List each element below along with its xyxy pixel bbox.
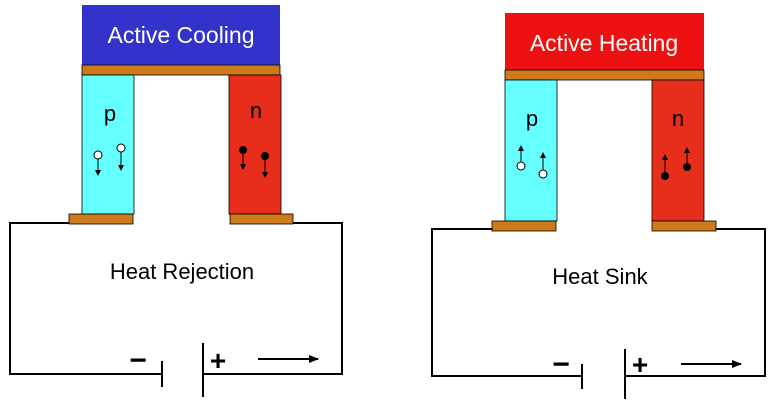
n-label: n xyxy=(250,98,262,123)
heat-sink-label: Heat Sink xyxy=(552,264,648,289)
minus-label: − xyxy=(129,344,147,377)
p-label: p xyxy=(526,106,538,131)
electron-carrier-1 xyxy=(239,146,247,170)
circuit-wire xyxy=(9,222,343,375)
electron-carrier-2 xyxy=(261,152,269,178)
right-device: Active Heating p n − xyxy=(431,13,766,399)
hole-carrier-1 xyxy=(516,145,526,171)
circuit-wire xyxy=(431,228,766,377)
electron-carrier-2 xyxy=(683,147,691,171)
p-leg xyxy=(81,74,135,215)
active-cooling-box xyxy=(82,5,280,65)
bottom-copper-plate-p xyxy=(491,220,557,232)
p-leg xyxy=(504,79,558,222)
left-device: Active Cooling p n − xyxy=(9,5,343,397)
active-heating-box xyxy=(505,13,704,73)
top-copper-plate xyxy=(504,69,705,81)
bottom-copper-plate-p xyxy=(68,213,134,225)
hole-carrier-1 xyxy=(93,150,103,176)
active-heating-label: Active Heating xyxy=(530,30,678,56)
top-copper-plate xyxy=(81,64,281,76)
minus-label: − xyxy=(552,348,570,381)
plus-label: + xyxy=(210,345,226,376)
n-leg xyxy=(228,74,282,215)
p-label: p xyxy=(104,101,116,126)
bottom-copper-plate-n xyxy=(651,220,717,232)
hole-carrier-2 xyxy=(116,143,126,171)
bottom-copper-plate-n xyxy=(229,213,294,225)
active-cooling-label: Active Cooling xyxy=(107,22,254,48)
n-label: n xyxy=(672,106,684,131)
heat-rejection-label: Heat Rejection xyxy=(110,259,254,284)
hole-carrier-2 xyxy=(538,152,548,179)
plus-label: + xyxy=(632,349,648,380)
electron-carrier-1 xyxy=(661,154,669,180)
n-leg xyxy=(651,79,705,222)
